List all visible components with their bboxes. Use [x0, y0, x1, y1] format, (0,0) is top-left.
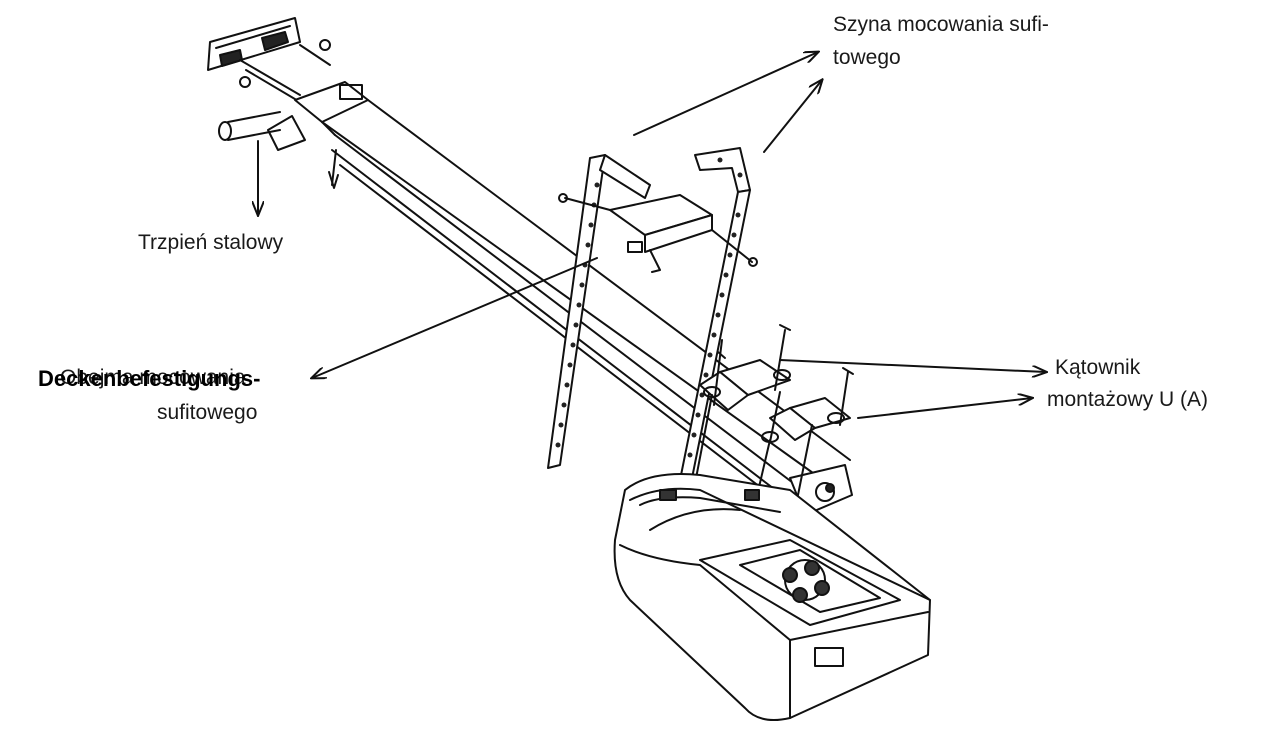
label-obejma-pl: Obejma mocowania: [60, 366, 246, 389]
label-szyna-line2: towego: [833, 46, 901, 69]
label-obejma-line2: sufitowego: [157, 401, 258, 424]
label-deckenbefestigung: Deckenbefestigungs-: [38, 366, 261, 391]
steel-pin: [218, 111, 306, 151]
motor-cover-pattern: [782, 559, 830, 603]
label-katownik-line1: Kątownik: [1055, 356, 1141, 379]
u-bracket-a1: [699, 324, 791, 411]
motor-unit: [613, 473, 931, 721]
label-trzpien-stalowy: Trzpień stalowy: [138, 231, 284, 254]
label-szyna-line1: Szyna mocowania sufi-: [833, 13, 1049, 36]
label-katownik-line2: montażowy U (A): [1047, 388, 1209, 411]
ceiling-strap-right: [675, 147, 751, 501]
ceiling-clamp: [558, 193, 758, 273]
ceiling-strap-left: [547, 154, 651, 469]
header-bracket: [207, 17, 331, 106]
u-bracket-a2: [761, 367, 854, 443]
label-arrows: [258, 52, 1046, 419]
